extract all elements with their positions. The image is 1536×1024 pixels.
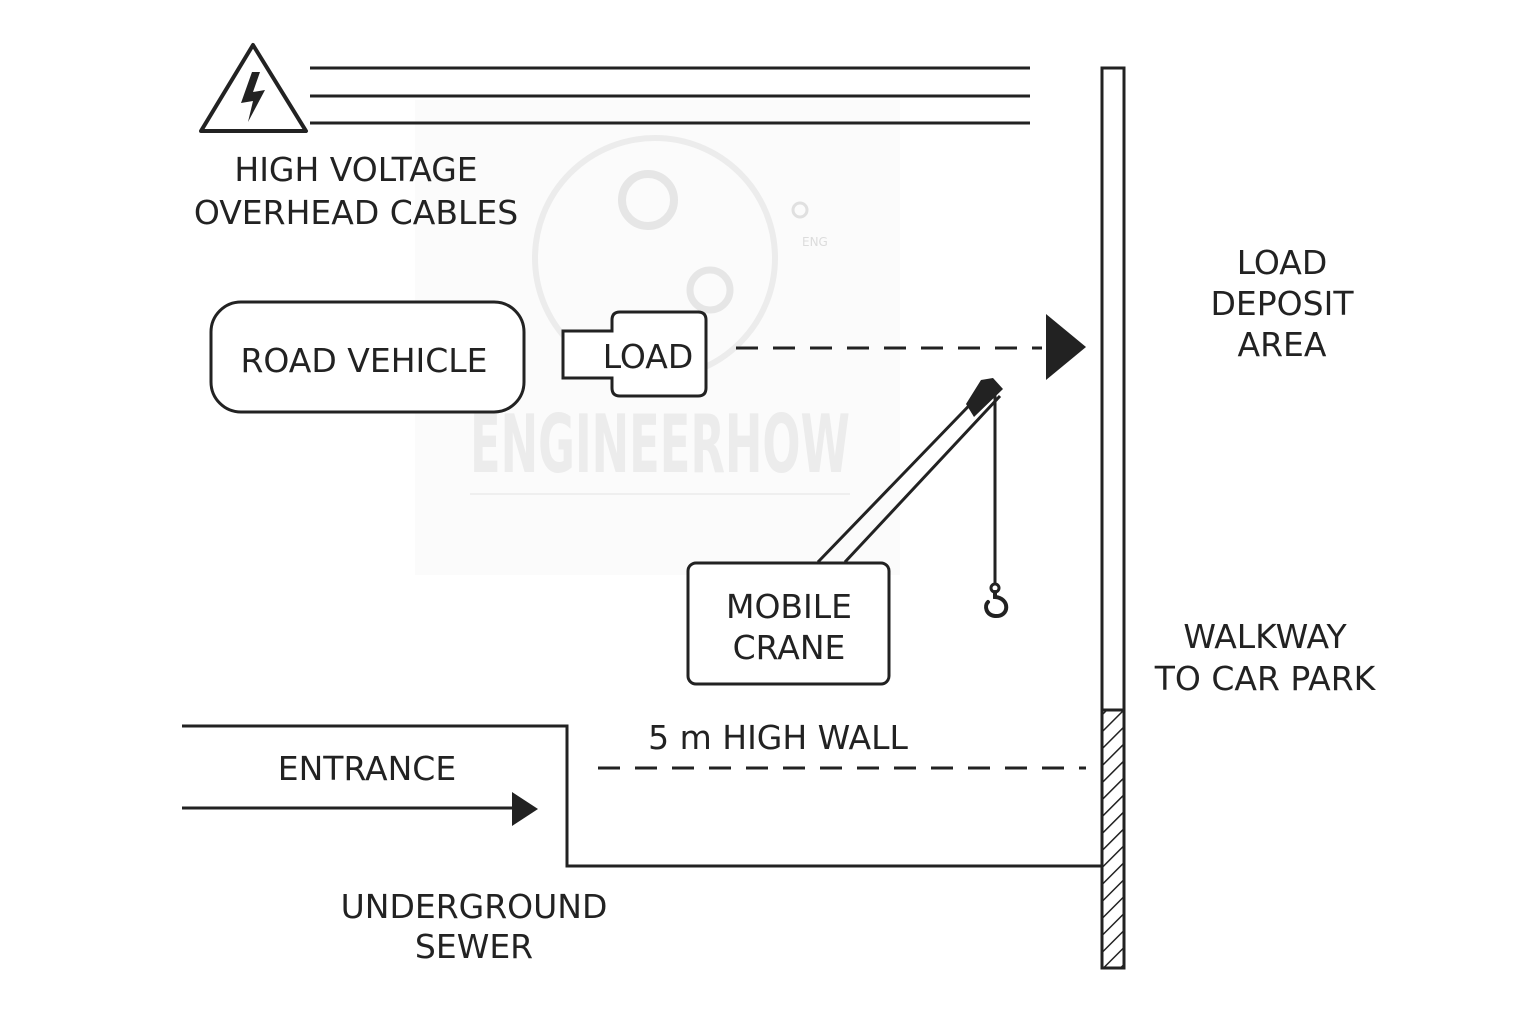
deposit-label-line1: LOAD <box>1237 243 1328 282</box>
load-box <box>561 310 708 398</box>
crane-label-line2: CRANE <box>733 628 846 667</box>
cables-label-line1: HIGH VOLTAGE <box>234 150 477 189</box>
road-vehicle-box <box>209 300 526 414</box>
high-voltage-warning-icon <box>199 43 308 133</box>
road-vehicle-label: ROAD VEHICLE <box>240 341 487 380</box>
walkway-hatched-section <box>1100 708 1126 970</box>
watermark: ENG ENGINEERHOW <box>415 100 900 575</box>
watermark-text: ENGINEERHOW <box>470 398 850 491</box>
cables-label-line2: OVERHEAD CABLES <box>194 193 518 232</box>
entrance-road-outline <box>182 724 1102 868</box>
sewer-label-line2: SEWER <box>415 927 533 966</box>
crane-boom <box>816 378 1003 564</box>
deposit-label-line2: DEPOSIT <box>1211 284 1355 323</box>
walkway-label-line2: TO CAR PARK <box>1154 659 1377 698</box>
mobile-crane-box <box>686 561 891 686</box>
load-path-arrowhead-icon <box>1046 314 1086 380</box>
crane-label-line1: MOBILE <box>726 587 852 626</box>
entrance-label: ENTRANCE <box>278 749 456 788</box>
wall-label: 5 m HIGH WALL <box>648 718 908 757</box>
entrance-arrowhead-icon <box>512 792 538 826</box>
sewer-label-line1: UNDERGROUND <box>341 887 608 926</box>
overhead-cables <box>310 66 1030 125</box>
watermark-gear-icon <box>618 170 678 230</box>
load-label: LOAD <box>603 337 694 376</box>
deposit-label-line3: AREA <box>1238 325 1327 364</box>
walkway-label-line1: WALKWAY <box>1183 617 1347 656</box>
watermark-tag: ENG <box>802 235 828 249</box>
crane-hook-icon <box>984 582 1009 618</box>
